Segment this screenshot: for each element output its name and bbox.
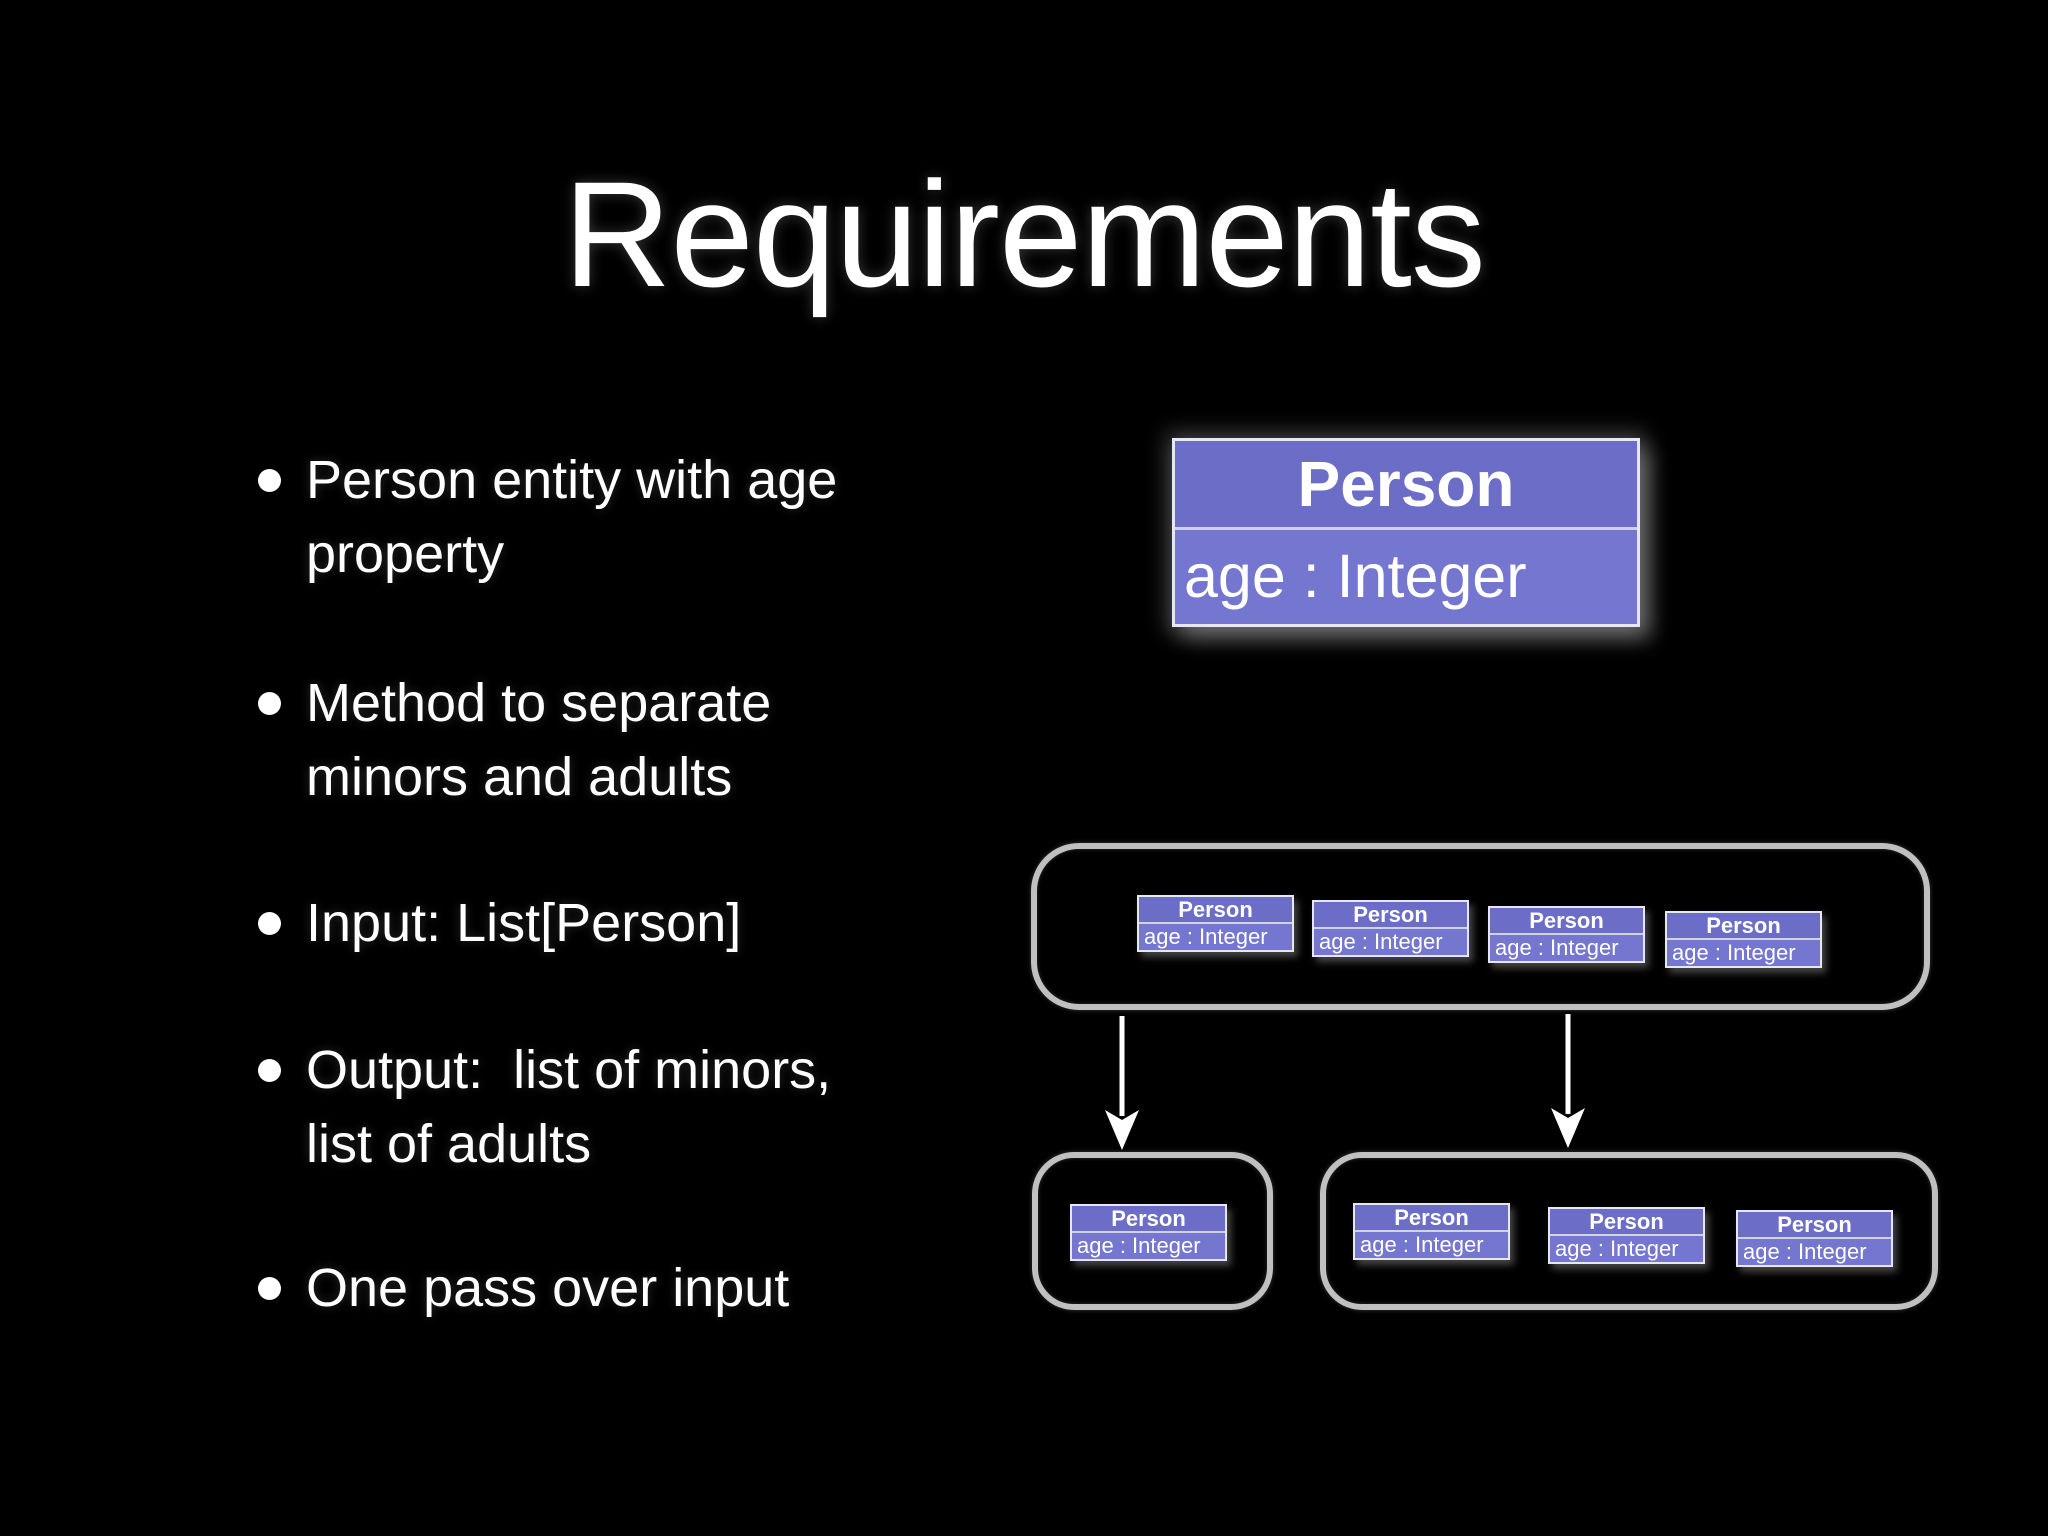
input-list-group	[1031, 843, 1930, 1010]
uml-class-box: Person age : Integer	[1665, 911, 1822, 968]
bullet-text: property	[306, 524, 505, 584]
bullet-item: One pass over input	[258, 1251, 789, 1325]
uml-class-name: Person	[1314, 902, 1467, 929]
arrow-to-minors	[1105, 1016, 1139, 1150]
uml-class-name: Person	[1072, 1206, 1225, 1233]
uml-class-name: Person	[1175, 441, 1637, 530]
bullet-text: Method to separate	[306, 673, 772, 733]
uml-class-box: Person age : Integer	[1488, 906, 1645, 963]
uml-class-attribute: age : Integer	[1555, 1236, 1679, 1261]
minors-list-group	[1032, 1152, 1273, 1310]
uml-class-attribute: age : Integer	[1360, 1232, 1484, 1257]
adults-list-group	[1320, 1152, 1938, 1310]
bullet-item: Person entity with age property	[258, 443, 837, 591]
bullet-dot	[258, 912, 281, 935]
bullet-item: Input: List[Person]	[258, 886, 741, 960]
uml-class-attribute: age : Integer	[1319, 929, 1443, 954]
uml-class-box: Person age : Integer	[1548, 1207, 1705, 1264]
uml-class-box: Person age : Integer	[1312, 900, 1469, 957]
uml-class-attribute: age : Integer	[1743, 1239, 1867, 1264]
bullet-dot	[258, 1277, 281, 1300]
uml-class-name: Person	[1738, 1212, 1891, 1239]
bullet-dot	[258, 469, 281, 492]
uml-class-attribute: age : Integer	[1495, 935, 1619, 960]
uml-class-name: Person	[1139, 897, 1292, 924]
bullet-dot	[258, 1059, 281, 1082]
uml-class-box-large: Person age : Integer	[1172, 438, 1640, 627]
uml-class-name: Person	[1667, 913, 1820, 940]
uml-class-name: Person	[1550, 1209, 1703, 1236]
bullet-item: Method to separate minors and adults	[258, 666, 771, 814]
bullet-text: minors and adults	[306, 747, 733, 807]
uml-class-attribute: age : Integer	[1184, 542, 1527, 610]
bullet-text: Output: list of minors,	[306, 1040, 832, 1100]
bullet-text: One pass over input	[306, 1258, 790, 1318]
uml-class-attribute: age : Integer	[1077, 1233, 1201, 1258]
arrow-to-adults	[1551, 1014, 1585, 1148]
uml-class-box: Person age : Integer	[1353, 1203, 1510, 1260]
bullet-text: list of adults	[306, 1114, 592, 1174]
bullet-text: Person entity with age	[306, 450, 838, 510]
page-title: Requirements	[563, 150, 1486, 318]
uml-class-attribute: age : Integer	[1144, 924, 1268, 949]
bullet-dot	[258, 692, 281, 715]
uml-class-box: Person age : Integer	[1137, 895, 1294, 952]
uml-class-box: Person age : Integer	[1070, 1204, 1227, 1261]
uml-class-box: Person age : Integer	[1736, 1210, 1893, 1267]
bullet-item: Output: list of minors, list of adults	[258, 1033, 831, 1181]
uml-class-name: Person	[1355, 1205, 1508, 1232]
uml-class-attribute: age : Integer	[1672, 940, 1796, 965]
bullet-text: Input: List[Person]	[306, 893, 742, 953]
uml-class-name: Person	[1490, 908, 1643, 935]
